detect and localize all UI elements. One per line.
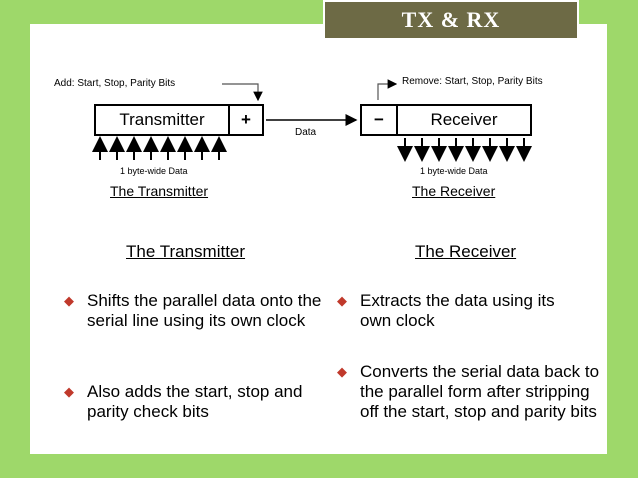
slide-frame (30, 24, 607, 454)
add-bits-arrow (222, 83, 263, 102)
add-bits-label: Add: Start, Stop, Parity Bits (54, 78, 176, 89)
rx-output-arrows (397, 138, 532, 162)
remove-bits-label: Remove: Start, Stop, Parity Bits (402, 76, 543, 87)
bullet-diamond-icon: ◆ (337, 293, 347, 308)
rx-bullet-1: Extracts the data using its own clock (360, 291, 555, 330)
tx-bullet-1: Shifts the parallel data onto the serial… (87, 291, 322, 330)
plus-box: + (228, 104, 264, 136)
bullet-diamond-icon: ◆ (64, 293, 74, 308)
bullet-diamond-icon: ◆ (337, 364, 347, 379)
rx-caption: The Receiver (412, 183, 496, 199)
remove-bits-arrow (377, 79, 398, 100)
transmitter-heading: The Transmitter (126, 242, 246, 261)
receiver-heading: The Receiver (415, 242, 517, 261)
slide-title-box: TX & RX (323, 0, 579, 40)
bullet-diamond-icon: ◆ (64, 384, 74, 399)
tx-byte-label: 1 byte-wide Data (120, 166, 188, 176)
slide-title: TX & RX (401, 7, 501, 32)
tx-bullet-2: Also adds the start, stop and parity che… (87, 382, 303, 421)
data-label: Data (295, 127, 317, 138)
transmitter-box: Transmitter (94, 104, 230, 136)
minus-box: − (360, 104, 398, 136)
rx-bullet-2: Converts the serial data back to the par… (360, 362, 600, 421)
tx-caption: The Transmitter (110, 183, 209, 199)
tx-input-arrows (92, 136, 227, 160)
rx-byte-label: 1 byte-wide Data (420, 166, 488, 176)
receiver-box: Receiver (396, 104, 532, 136)
